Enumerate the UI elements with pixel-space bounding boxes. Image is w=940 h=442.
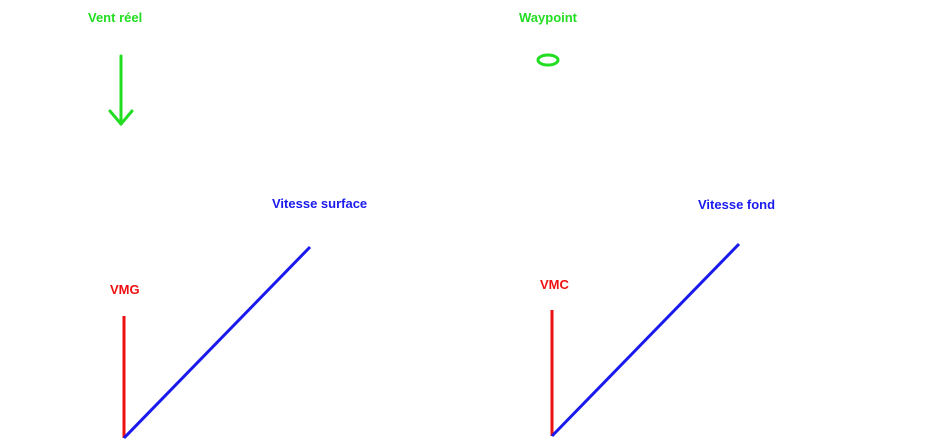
surface-speed-label: Vitesse surface — [272, 196, 368, 211]
ground-speed-vector — [550, 242, 741, 438]
waypoint-label: Waypoint — [519, 10, 578, 25]
waypoint-ellipse-icon — [536, 53, 560, 67]
surface-speed-vector — [122, 245, 312, 440]
wind-arrow-icon — [108, 54, 134, 126]
vmc-label: VMC — [540, 277, 569, 292]
vmg-label: VMG — [110, 282, 140, 297]
ground-speed-label: Vitesse fond — [698, 197, 776, 212]
wind-label: Vent réel — [88, 10, 143, 25]
